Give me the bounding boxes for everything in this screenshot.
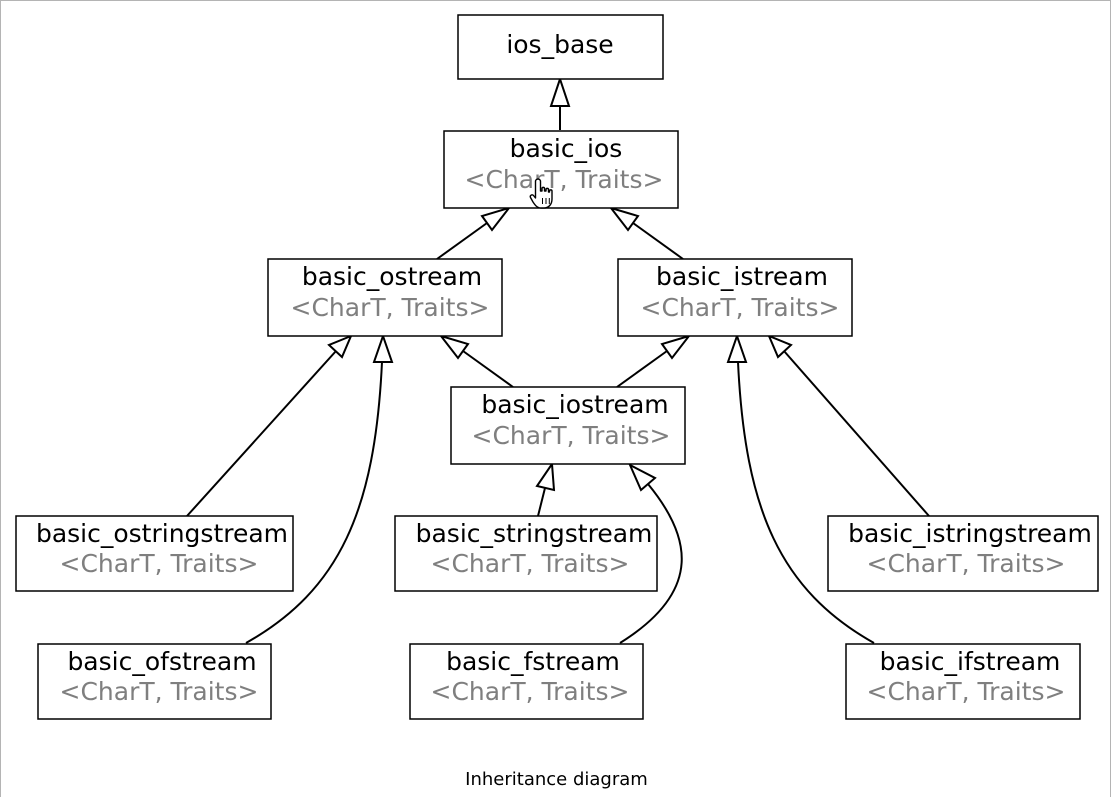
edge-basic_iostream-to-basic_ostream xyxy=(462,350,514,388)
arrowhead-basic_ios-right xyxy=(608,206,640,232)
node-basic_stringstream[interactable]: basic_stringstream <CharT, Traits> xyxy=(394,515,658,592)
node-name: basic_stringstream xyxy=(416,519,653,548)
diagram-caption: Inheritance diagram xyxy=(465,769,648,790)
node-basic_ostringstream[interactable]: basic_ostringstream <CharT, Traits> xyxy=(15,515,294,592)
node-name: basic_ifstream xyxy=(880,647,1061,676)
arrowhead-basic_ios-left xyxy=(480,206,512,232)
arrowhead-basic_istream-from-istringstream xyxy=(767,334,793,359)
node-basic_istream[interactable]: basic_istream <CharT, Traits> xyxy=(617,258,853,337)
node-name: basic_iostream xyxy=(481,390,668,419)
node-template-params: <CharT, Traits> xyxy=(465,165,664,194)
node-basic_istringstream[interactable]: basic_istringstream <CharT, Traits> xyxy=(827,515,1099,592)
node-basic_ofstream[interactable]: basic_ofstream <CharT, Traits> xyxy=(37,643,272,720)
edge-basic_fstream-to-basic_iostream xyxy=(619,483,683,644)
node-name: basic_ostream xyxy=(302,262,482,291)
edge-basic_iostream-to-basic_istream xyxy=(616,350,668,388)
edge-basic_ofstream-to-basic_ostream xyxy=(245,361,383,644)
node-basic_ios[interactable]: basic_ios <CharT, Traits> xyxy=(443,130,679,209)
node-template-params: <CharT, Traits> xyxy=(641,293,840,322)
node-basic_ifstream[interactable]: basic_ifstream <CharT, Traits> xyxy=(845,643,1081,720)
node-template-params: <CharT, Traits> xyxy=(431,549,630,578)
node-basic_ostream[interactable]: basic_ostream <CharT, Traits> xyxy=(267,258,503,337)
arrowhead-basic_ostream-from-ostringstream xyxy=(327,334,353,359)
node-name: basic_istream xyxy=(656,262,828,291)
node-name: ios_base xyxy=(506,30,613,59)
node-template-params: <CharT, Traits> xyxy=(291,293,490,322)
edge-basic_stringstream-to-basic_iostream xyxy=(537,487,546,517)
arrowhead-basic_istream-from-ifstream xyxy=(726,332,748,363)
arrowhead-basic_istream-from-iostream xyxy=(660,334,692,360)
edge-basic_ostream-to-basic_ios xyxy=(436,222,488,260)
node-name: basic_ios xyxy=(510,134,623,163)
arrowhead-basic_iostream-from-fstream xyxy=(627,462,657,492)
node-template-params: <CharT, Traits> xyxy=(867,677,1066,706)
node-basic_iostream[interactable]: basic_iostream <CharT, Traits> xyxy=(450,386,686,465)
node-template-params: <CharT, Traits> xyxy=(472,421,671,450)
node-name: basic_ostringstream xyxy=(36,519,288,548)
node-basic_fstream[interactable]: basic_fstream <CharT, Traits> xyxy=(409,643,644,720)
node-name: basic_ofstream xyxy=(67,647,256,676)
node-template-params: <CharT, Traits> xyxy=(431,677,630,706)
edge-basic_istringstream-to-basic_istream xyxy=(783,350,930,517)
node-template-params: <CharT, Traits> xyxy=(60,549,259,578)
node-ios_base[interactable]: ios_base xyxy=(457,14,664,80)
arrowheads xyxy=(327,75,793,492)
edge-basic_istream-to-basic_ios xyxy=(632,222,684,260)
hand-pointer-icon xyxy=(529,178,553,209)
node-name: basic_istringstream xyxy=(848,519,1092,548)
arrowhead-basic_ostream-from-iostream xyxy=(438,334,470,360)
edges xyxy=(186,106,930,644)
node-template-params: <CharT, Traits> xyxy=(60,677,259,706)
arrowhead-ios_base xyxy=(549,75,571,107)
node-name: basic_fstream xyxy=(446,647,620,676)
node-template-params: <CharT, Traits> xyxy=(867,549,1066,578)
arrowhead-basic_ostream-from-ofstream xyxy=(372,332,394,363)
edge-basic_ostringstream-to-basic_ostream xyxy=(186,350,337,517)
arrowhead-basic_iostream-from-stringstream xyxy=(535,461,556,492)
edge-basic_ifstream-to-basic_istream xyxy=(737,361,875,644)
